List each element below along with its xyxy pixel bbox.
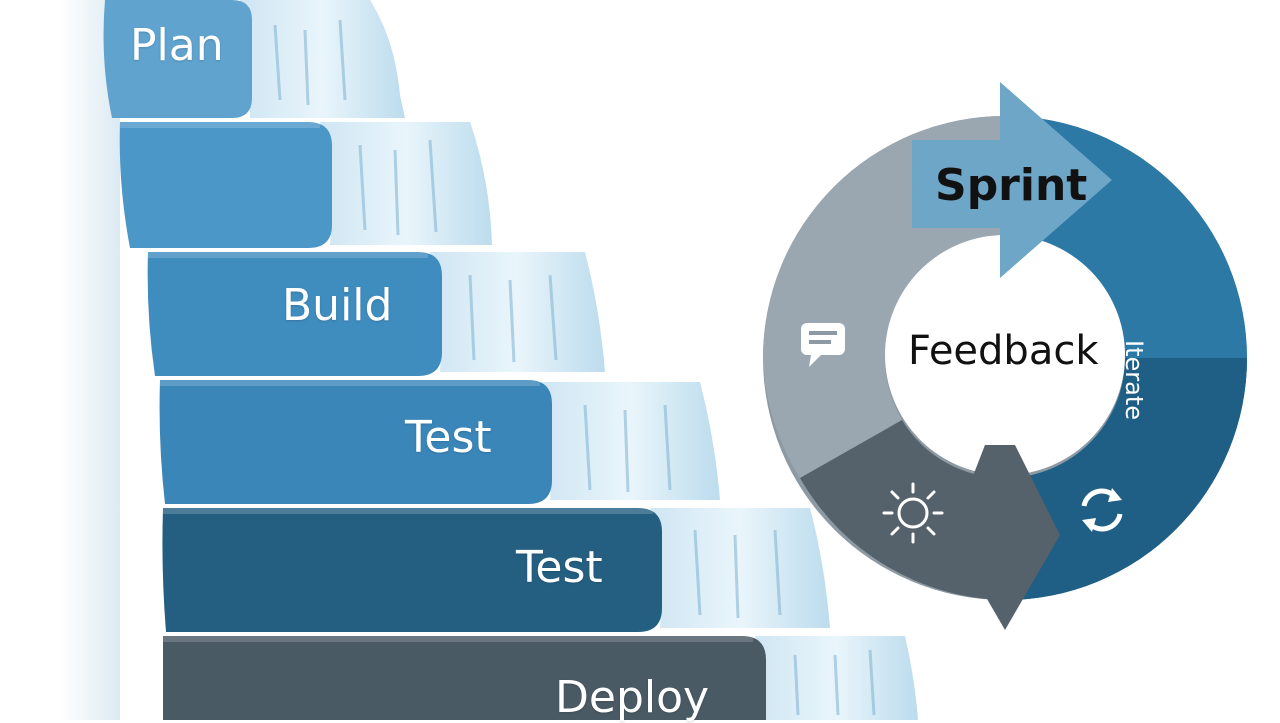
step-label-plan: Plan bbox=[130, 20, 224, 71]
waterfall-step-build bbox=[147, 252, 443, 376]
waterfall-step-plan bbox=[103, 0, 252, 118]
sprint-arrow bbox=[912, 82, 1112, 278]
cycle-segment-refresh bbox=[1005, 358, 1247, 600]
step-label-deploy: Deploy bbox=[555, 672, 710, 723]
iterate-label: Iterate bbox=[1120, 340, 1148, 421]
waterfall-step-test-1 bbox=[159, 380, 553, 504]
sprint-label: Sprint bbox=[935, 160, 1088, 211]
cycle-segment-gear bbox=[800, 420, 1005, 600]
step-highlights bbox=[120, 122, 753, 642]
cycle-center bbox=[885, 235, 1125, 475]
waterfall-step-2 bbox=[119, 122, 332, 248]
water-cascade-1 bbox=[240, 0, 405, 118]
step-label-test-1: Test bbox=[405, 412, 492, 463]
water-streaks bbox=[273, 19, 876, 716]
step-label-build: Build bbox=[282, 280, 393, 331]
waterfall-shadow bbox=[60, 0, 120, 720]
step-label-test-2: Test bbox=[516, 542, 603, 593]
gear-icon bbox=[882, 482, 944, 544]
cycle-arrow-down bbox=[950, 445, 1060, 630]
feedback-label: Feedback bbox=[908, 328, 1099, 374]
waterfall-step-deploy bbox=[163, 636, 766, 720]
waterfall-step-test-2 bbox=[162, 508, 662, 632]
refresh-icon bbox=[1081, 488, 1123, 532]
chat-icon bbox=[801, 323, 845, 367]
